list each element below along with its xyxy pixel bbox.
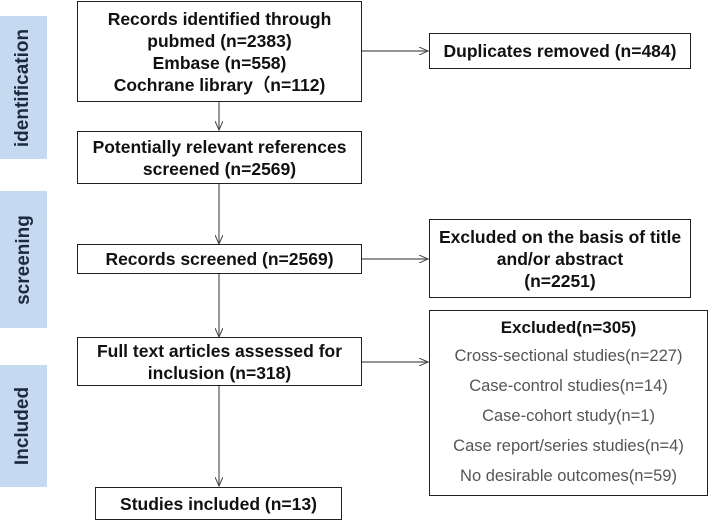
records-identified-line-4: Cochrane library（n=112) — [113, 74, 326, 95]
duplicates-removed-box: Duplicates removed (n=484) — [429, 33, 691, 69]
excluded-title-abstract-line-3: (n=2251) — [524, 270, 596, 291]
studies-included-text: Studies included (n=13) — [120, 493, 317, 514]
records-identified-line-3: Embase (n=558) — [152, 52, 287, 73]
records-identified-line-2: pubmed (n=2383) — [147, 30, 292, 51]
potentially-relevant-line-1: Potentially relevant references — [92, 136, 347, 157]
phase-band-screening: screening — [0, 191, 47, 328]
exclusion-reason-no-outcomes: No desirable outcomes(n=59) — [460, 467, 677, 485]
excluded-full-text-heading: Excluded(n=305) — [500, 318, 637, 337]
records-screened-text: Records screened (n=2569) — [105, 249, 334, 269]
potentially-relevant-box: Potentially relevant references screened… — [77, 131, 362, 184]
records-identified-box: Records identified through pubmed (n=238… — [77, 1, 362, 102]
full-text-assessed-box: Full text articles assessed for inclusio… — [77, 337, 362, 386]
excluded-title-abstract-box: Excluded on the basis of title and/or ab… — [429, 219, 691, 298]
excluded-title-abstract-line-1: Excluded on the basis of title — [438, 226, 682, 247]
exclusion-reason-case-report: Case report/series studies(n=4) — [453, 437, 684, 455]
studies-included-box: Studies included (n=13) — [95, 487, 342, 520]
phase-band-included: Included — [0, 365, 47, 487]
duplicates-removed-text: Duplicates removed (n=484) — [443, 41, 677, 61]
potentially-relevant-line-2: screened (n=2569) — [142, 158, 297, 179]
excluded-full-text-box: Excluded(n=305) Cross-sectional studies(… — [429, 310, 708, 496]
full-text-line-1: Full text articles assessed for — [96, 340, 343, 361]
phase-band-identification: identification — [0, 16, 47, 159]
exclusion-reason-case-cohort: Case-cohort study(n=1) — [482, 407, 655, 425]
records-identified-line-1: Records identified through — [107, 8, 332, 29]
exclusion-reason-case-control: Case-control studies(n=14) — [469, 377, 668, 395]
exclusion-reason-cross-sectional: Cross-sectional studies(n=227) — [454, 347, 683, 365]
records-screened-box: Records screened (n=2569) — [77, 244, 362, 274]
excluded-title-abstract-line-2: and/or abstract — [496, 248, 624, 269]
full-text-line-2: inclusion (n=318) — [147, 362, 292, 383]
